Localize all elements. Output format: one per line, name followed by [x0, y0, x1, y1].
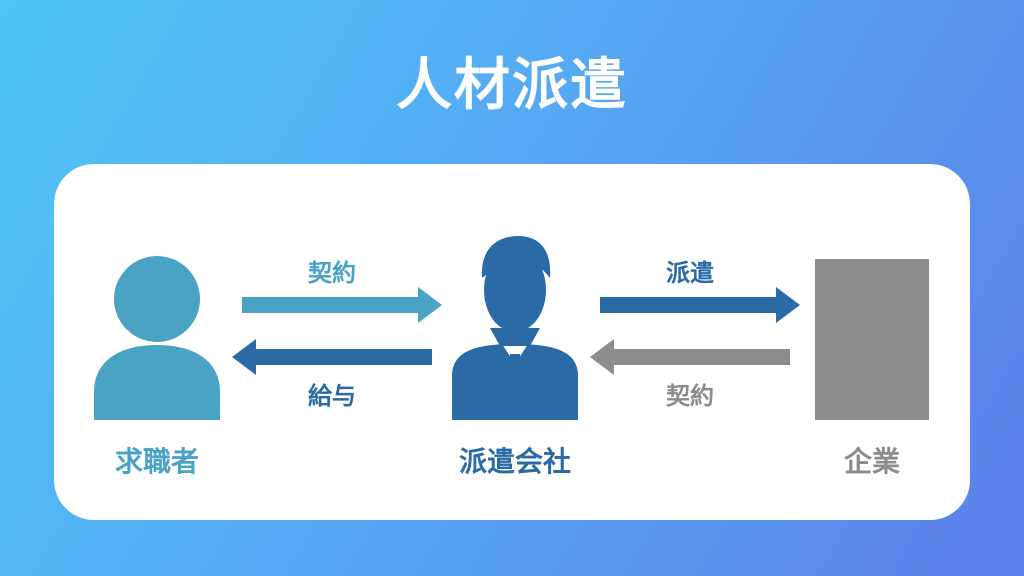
salary-arrow-left — [232, 339, 432, 375]
person-icon — [94, 256, 220, 420]
node-label-agency: 派遣会社 — [458, 445, 571, 478]
edge-label-contract-bottom: 契約 — [666, 382, 714, 410]
dispatch-arrow-right — [600, 287, 800, 323]
slide-title: 人材派遣 — [396, 53, 628, 118]
edge-label-salary: 給与 — [308, 382, 356, 410]
businessman-icon — [452, 236, 578, 420]
contract-arrow-left — [590, 339, 790, 375]
node-label-company: 企業 — [843, 445, 900, 478]
building-icon — [815, 259, 929, 420]
contract-arrow-right — [242, 287, 442, 323]
edge-label-contract-top: 契約 — [308, 259, 356, 287]
node-label-job-seeker: 求職者 — [114, 445, 199, 478]
edge-label-dispatch: 派遣 — [666, 259, 714, 287]
